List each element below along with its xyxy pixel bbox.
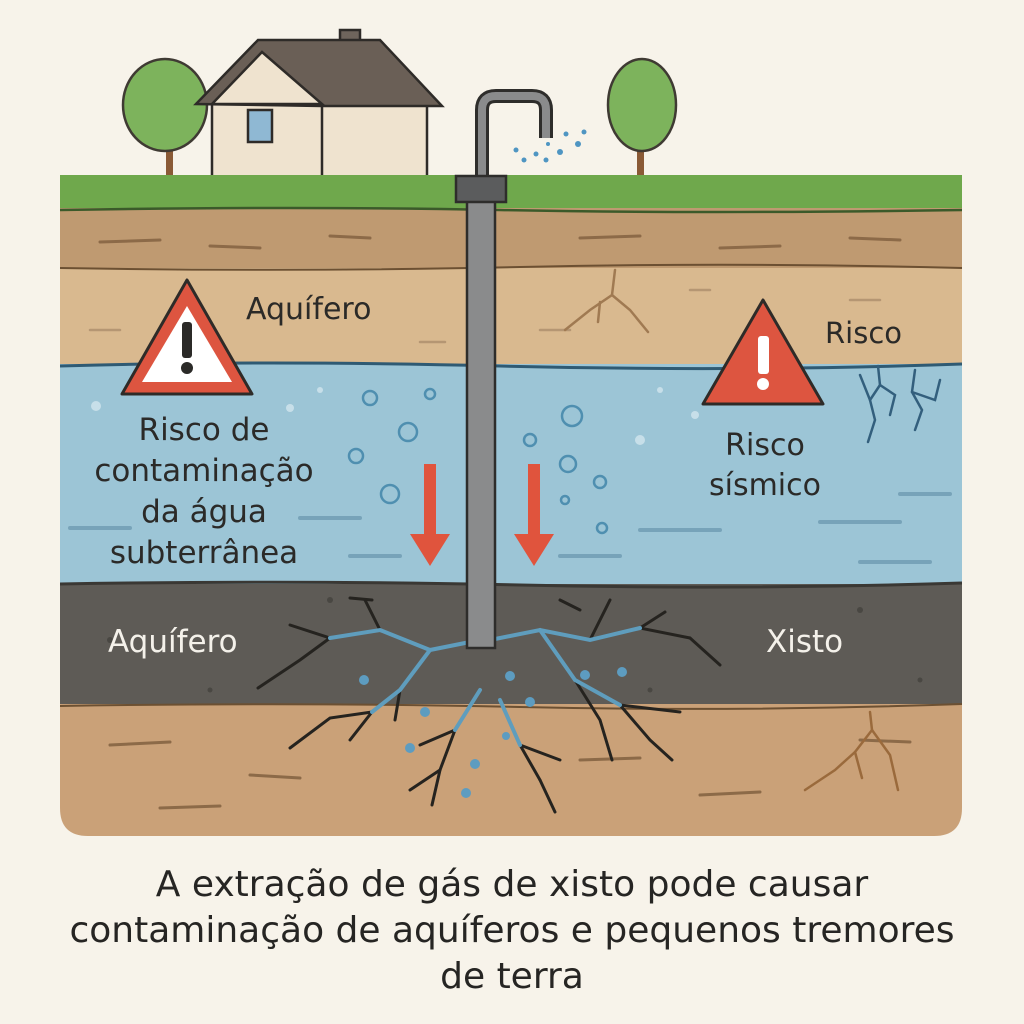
caption: A extração de gás de xisto pode causar c… [0, 862, 1024, 1000]
contamination-line-3: da água [141, 494, 267, 530]
seismic-line-2: sísmico [708, 468, 821, 503]
caption-line-3: de terra [440, 956, 584, 997]
seismic-risk-label: Risco sísmico [690, 426, 840, 506]
contamination-line-1: Risco de [138, 412, 270, 448]
aquifer-upper-label: Aquífero [246, 292, 372, 327]
well-pipe-icon [454, 89, 553, 650]
seismic-line-1: Risco [725, 428, 805, 463]
down-arrow-icon [514, 464, 554, 566]
caption-line-2: contaminação de aquíferos e pequenos tre… [69, 910, 955, 951]
warning-triangle-icon [701, 298, 825, 406]
risk-label: Risco [825, 316, 903, 350]
caption-line-1: A extração de gás de xisto pode causar [155, 864, 869, 905]
down-arrow-icon [410, 464, 450, 566]
tree-right-icon [606, 57, 678, 175]
contamination-line-2: contaminação [94, 453, 314, 489]
contamination-line-4: subterrânea [109, 535, 299, 571]
fluid-droplets [359, 667, 627, 798]
water-splash [513, 129, 587, 163]
shale-label: Xisto [766, 624, 844, 660]
tree-left-icon [121, 57, 209, 180]
gas-bubbles [347, 387, 609, 535]
house-icon [193, 28, 445, 180]
warning-triangle-icon [120, 278, 254, 396]
aquifer-lower-label: Aquífero [108, 624, 238, 660]
contamination-risk-label: Risco de contaminação da água subterrâne… [84, 410, 324, 574]
fracture-network [256, 596, 722, 814]
